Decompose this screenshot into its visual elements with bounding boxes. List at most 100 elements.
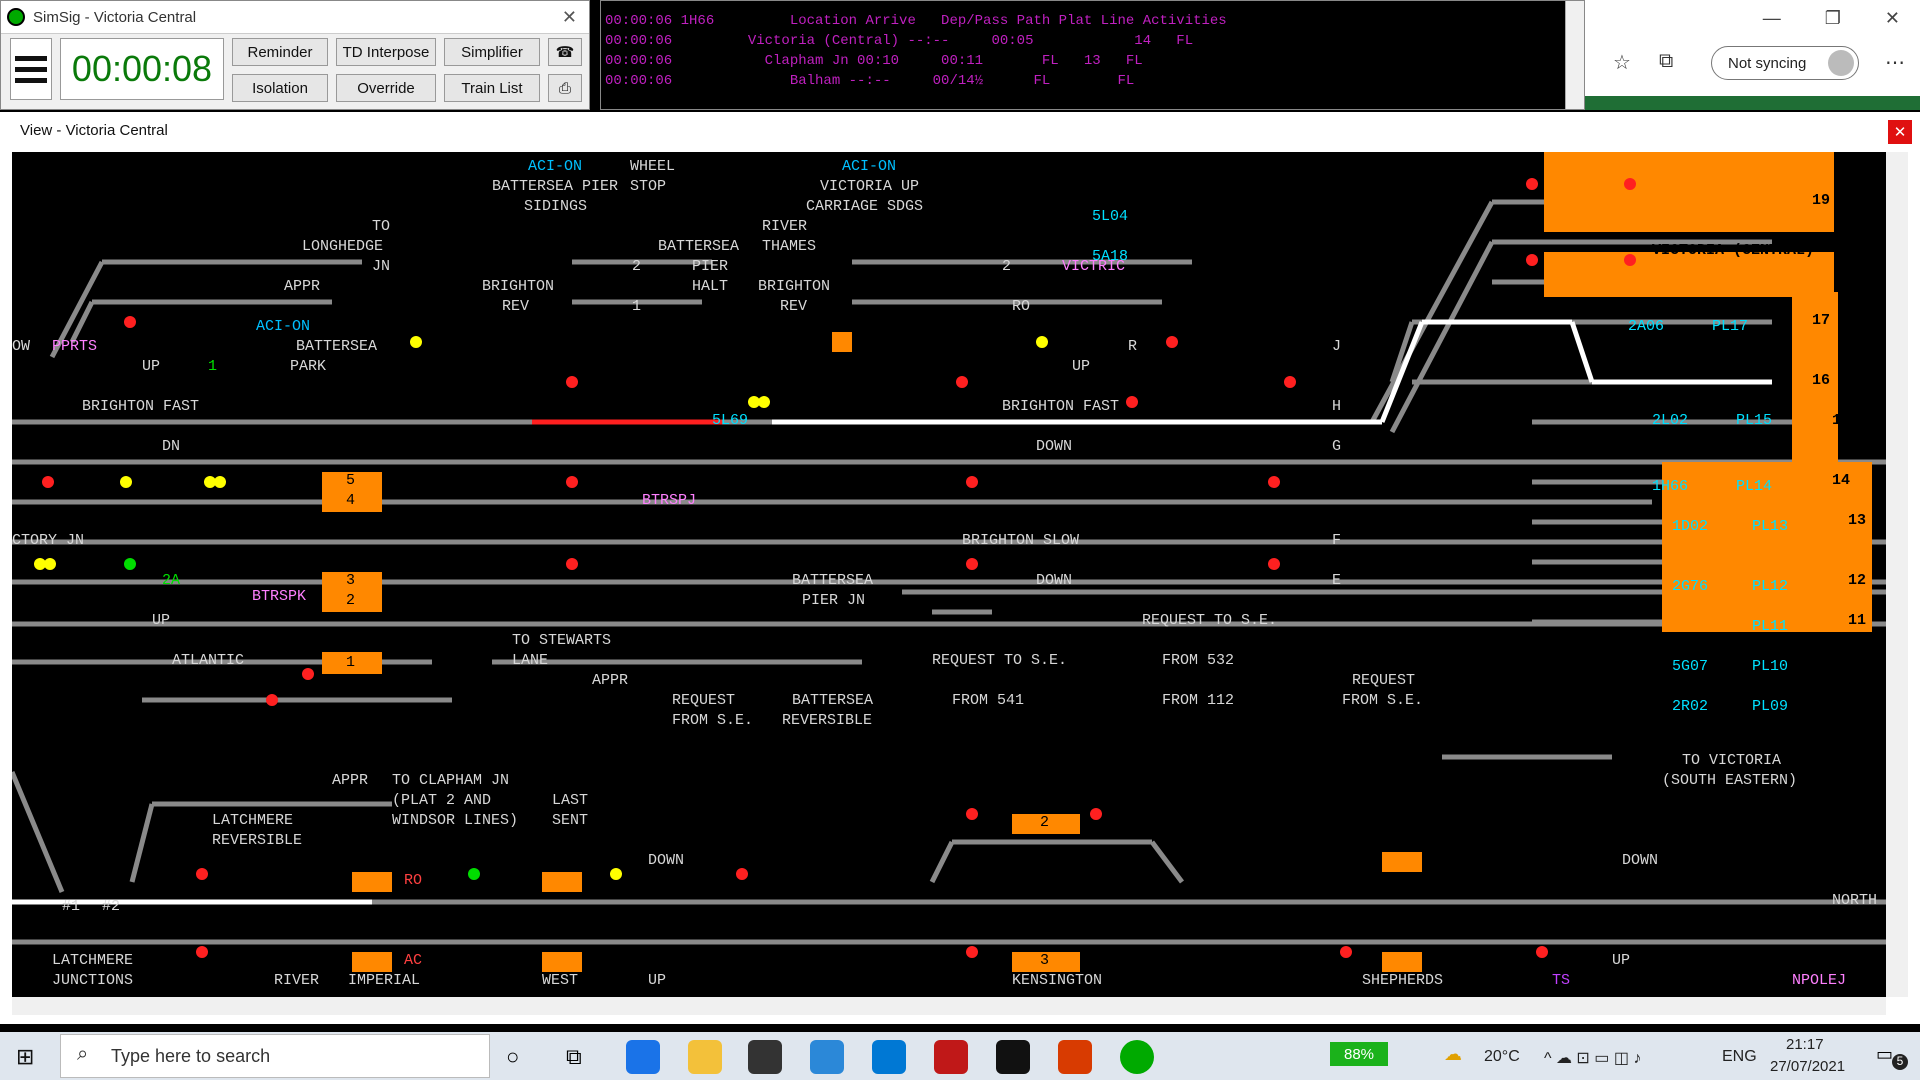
printer-icon[interactable]: ⎙ <box>548 74 582 102</box>
request-item[interactable]: REQUEST <box>672 692 736 709</box>
td-berth[interactable]: 2G76 <box>1672 578 1709 595</box>
td-berth[interactable]: PL11 <box>1752 618 1789 635</box>
td-berth[interactable]: 5G07 <box>1672 658 1709 675</box>
store-icon[interactable] <box>748 1040 782 1074</box>
sim-window-title: SimSig - Victoria Central <box>33 8 197 26</box>
language-indicator[interactable]: ENG <box>1722 1048 1757 1065</box>
td-interpose-button[interactable]: TD Interpose <box>336 38 436 66</box>
td-berth[interactable]: 1H66 <box>1652 478 1689 495</box>
battery-indicator[interactable]: 88% <box>1330 1042 1388 1066</box>
line-name-label: F <box>1332 532 1342 549</box>
td-berth[interactable]: PL09 <box>1752 698 1789 715</box>
location-label: BATTERSEA <box>792 572 874 589</box>
collections-icon[interactable]: ⧉ <box>1659 50 1674 72</box>
mcafee-icon[interactable] <box>934 1040 968 1074</box>
task-view-icon[interactable]: ⧉ <box>566 1044 582 1069</box>
platform-number: 11 <box>1848 612 1867 629</box>
clock-date[interactable]: 27/07/2021 <box>1770 1058 1846 1075</box>
restore-icon[interactable]: ❐ <box>1824 8 1841 28</box>
train-describer-panel: 00:00:06 1H66 Location Arrive Dep/Pass P… <box>600 0 1585 110</box>
phone-icon[interactable]: ☎ <box>548 38 582 66</box>
notification-count: 5 <box>1892 1054 1908 1070</box>
platform-number: 2 <box>1040 814 1050 831</box>
direction-label: DOWN <box>1036 572 1073 589</box>
td-scrollbar[interactable] <box>1565 1 1584 109</box>
request-item[interactable]: FROM 532 <box>1162 652 1235 669</box>
signalling-diagram[interactable]: ACI-ON BATTERSEA PIER SIDINGS WHEEL STOP… <box>12 152 1886 997</box>
weather-temperature[interactable]: 20°C <box>1484 1048 1520 1065</box>
mail-icon[interactable] <box>810 1040 844 1074</box>
td-berth[interactable]: PL17 <box>1712 318 1749 335</box>
more-options-icon[interactable]: ⋯ <box>1885 52 1905 74</box>
td-row: 00:00:06 Clapham Jn 00:10 00:11 FL 13 FL <box>605 53 1143 69</box>
line-name-label: G <box>1332 438 1342 455</box>
taskbar-search-box[interactable]: ⌕ Type here to search <box>60 1034 490 1078</box>
platform-number: 2 <box>346 592 356 609</box>
platform-number: 10 <box>1848 652 1867 669</box>
berth-label: TS <box>1552 972 1571 989</box>
menu-button[interactable] <box>10 38 52 100</box>
td-berth[interactable]: PL15 <box>1736 412 1773 429</box>
td-berth[interactable]: 2R02 <box>1672 698 1709 715</box>
berth-label: AC <box>404 952 423 969</box>
location-label: REV <box>780 298 808 315</box>
td-berth[interactable]: PL10 <box>1752 658 1789 675</box>
location-label: TO <box>372 218 391 235</box>
office-icon[interactable] <box>1058 1040 1092 1074</box>
location-label: BTRSPK <box>252 588 307 605</box>
td-berth[interactable]: 2L02 <box>1652 412 1689 429</box>
close-icon[interactable]: ✕ <box>1888 120 1912 144</box>
direction-label: UP <box>1072 358 1091 375</box>
xbox-icon[interactable] <box>996 1040 1030 1074</box>
tray-icons[interactable]: ^ ☁ ⊡ ▭ ◫ ♪ <box>1544 1050 1642 1067</box>
isolation-button[interactable]: Isolation <box>232 74 328 102</box>
platform-number: 5 <box>346 472 356 489</box>
direction-label: DN <box>162 438 181 455</box>
location-label: ATLANTIC <box>172 652 245 669</box>
weather-icon[interactable]: ☁ <box>1444 1044 1462 1064</box>
station-name-label: VICTORIA (CENTRAL) <box>1652 242 1815 259</box>
direction-label: DOWN <box>1622 852 1659 869</box>
td-berth[interactable]: 5A18 <box>1092 248 1129 265</box>
close-icon[interactable]: ✕ <box>1884 8 1900 28</box>
app-l-icon[interactable] <box>872 1040 906 1074</box>
notifications-icon[interactable]: ▭ <box>1876 1044 1894 1064</box>
aci-on-indicator: ACI-ON <box>528 158 583 175</box>
request-box-title: REQUEST TO S.E. <box>1142 612 1278 629</box>
berth-label: 2A <box>162 572 181 589</box>
reminder-button[interactable]: Reminder <box>232 38 328 66</box>
request-item[interactable]: FROM 541 <box>952 692 1025 709</box>
train-list-button[interactable]: Train List <box>444 74 540 102</box>
td-berth[interactable]: 1D02 <box>1672 518 1709 535</box>
request-item[interactable]: FROM 112 <box>1162 692 1235 709</box>
clock-time[interactable]: 21:17 <box>1786 1036 1824 1053</box>
override-button[interactable]: Override <box>336 74 436 102</box>
td-berth[interactable]: 5L69 <box>712 412 749 429</box>
td-berth[interactable]: PL14 <box>1736 478 1773 495</box>
td-berth[interactable]: PL13 <box>1752 518 1789 535</box>
windows-start-icon[interactable]: ⊞ <box>16 1044 35 1069</box>
td-berth[interactable]: 5L04 <box>1092 208 1129 225</box>
junction-label: #1 <box>62 898 81 915</box>
td-berth[interactable]: 2A06 <box>1628 318 1665 335</box>
favorites-icon[interactable]: ☆ <box>1613 52 1631 74</box>
request-item[interactable]: REQUEST <box>1352 672 1416 689</box>
location-label: TO VICTORIA <box>1682 752 1782 769</box>
platform-number: 9 <box>1848 692 1858 709</box>
cortana-icon[interactable]: ○ <box>506 1044 520 1069</box>
platform-number: 15 <box>1832 412 1851 429</box>
simsig-taskbar-icon[interactable] <box>1120 1040 1154 1074</box>
sim-window-titlebar: SimSig - Victoria Central ✕ <box>1 1 589 34</box>
horizontal-scrollbar[interactable] <box>12 997 1886 1015</box>
close-icon[interactable]: ✕ <box>561 6 577 27</box>
td-berth[interactable]: PL12 <box>1752 578 1789 595</box>
profile-sync-button[interactable]: Not syncing <box>1711 46 1859 80</box>
berth-label: 1 <box>208 358 218 375</box>
line-name-label: H <box>1332 398 1342 415</box>
direction-label: DOWN <box>648 852 685 869</box>
file-explorer-icon[interactable] <box>688 1040 722 1074</box>
simplifier-button[interactable]: Simplifier <box>444 38 540 66</box>
vertical-scrollbar[interactable] <box>1886 152 1908 997</box>
edge-browser-icon[interactable] <box>626 1040 660 1074</box>
minimize-icon[interactable]: — <box>1762 8 1781 28</box>
